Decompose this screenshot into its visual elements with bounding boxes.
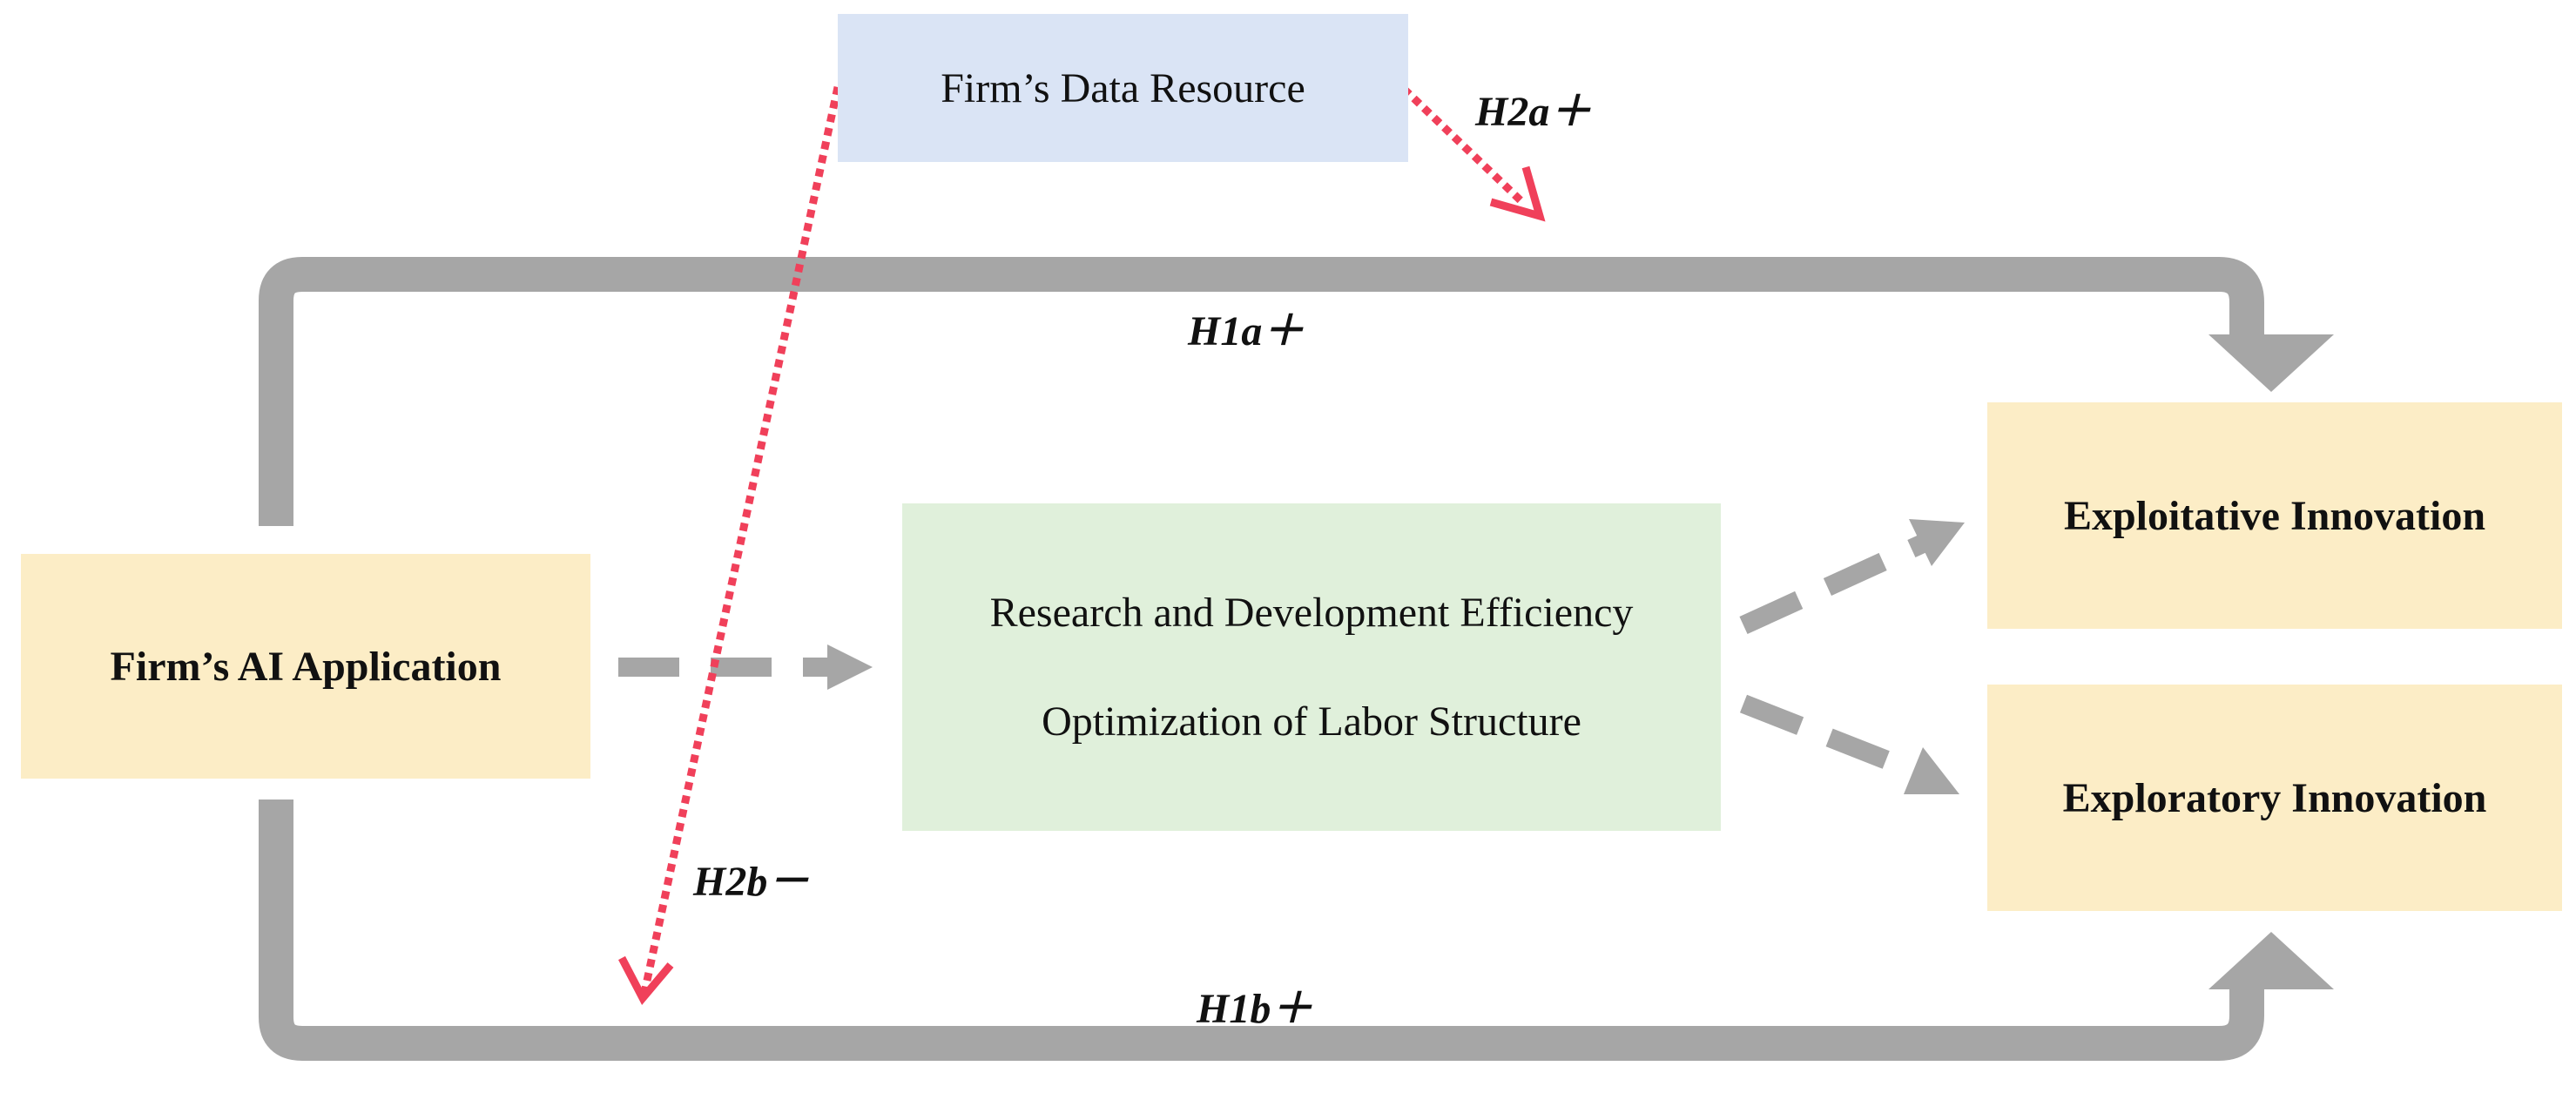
- exploratory-innovation-box: Exploratory Innovation: [1987, 685, 2562, 911]
- h2a-arrowhead: [1489, 165, 1546, 222]
- h2b-arrowhead: [618, 955, 674, 1006]
- labor-structure-label: Optimization of Labor Structure: [1042, 698, 1581, 745]
- exploitative-innovation-label: Exploitative Innovation: [2063, 492, 2486, 539]
- mechanism-to-exploratory-arrowhead: [1904, 747, 1959, 794]
- h2b-moderation-arrow: [640, 86, 842, 994]
- mechanism-to-exploitative-arrow: [1739, 534, 1927, 635]
- exploratory-innovation-label: Exploratory Innovation: [2062, 774, 2487, 821]
- mediation-arrowhead: [827, 644, 873, 690]
- h1b-arrowhead: [2208, 932, 2334, 989]
- h2a-label: H2a＋: [1475, 89, 1592, 135]
- ai-application-box: Firm’s AI Application: [21, 554, 590, 779]
- exploitative-innovation-box: Exploitative Innovation: [1987, 402, 2562, 629]
- h1a-label: H1a＋: [1188, 308, 1305, 354]
- h2b-label: H2b－: [693, 859, 810, 905]
- h1b-main-arrow: [259, 800, 2264, 1061]
- data-resource-label: Firm’s Data Resource: [941, 64, 1305, 111]
- data-resource-box: Firm’s Data Resource: [838, 14, 1408, 162]
- rd-efficiency-label: Research and Development Efficiency: [989, 590, 1634, 636]
- mechanism-to-exploratory-arrow: [1739, 694, 1920, 781]
- mechanism-to-exploitative-arrowhead: [1909, 519, 1965, 566]
- h1a-arrowhead: [2208, 334, 2334, 392]
- h1a-main-arrow: [259, 257, 2264, 526]
- mechanism-box: Research and Development Efficiency Opti…: [902, 503, 1721, 831]
- h1b-label: H1b＋: [1197, 986, 1313, 1032]
- ai-application-label: Firm’s AI Application: [110, 643, 502, 690]
